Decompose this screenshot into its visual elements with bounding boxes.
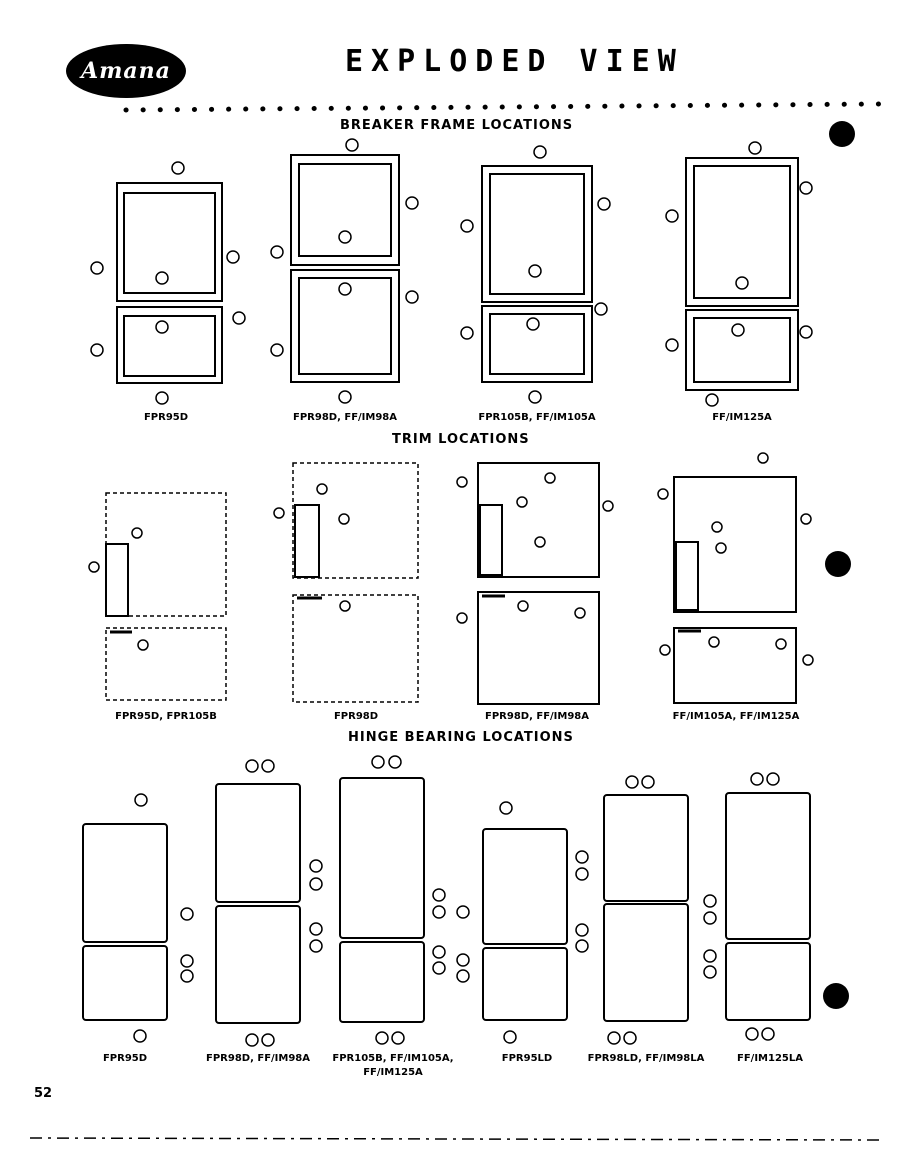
trim-label-3: FPR98D, FF/IM98A [485, 711, 589, 722]
brand-name: Amana [81, 58, 171, 84]
trim-label-1: FPR95D, FPR105B [115, 711, 217, 722]
trim-fpr98d [292, 462, 419, 703]
hinge-label-3: FPR105B, FF/IM105A, [332, 1053, 454, 1064]
hinge-label-4: FPR95LD [501, 1053, 553, 1064]
punch-hole-top [829, 121, 855, 147]
punch-hole-bottom [823, 983, 849, 1009]
hinge-label-6: FF/IM125LA [737, 1053, 803, 1064]
breaker-label-2: FPR98D, FF/IM98A [293, 412, 397, 423]
trim-label-4: FF/IM105A, FF/IM125A [672, 711, 800, 722]
trim-label-2: FPR98D [333, 711, 379, 722]
hinge-callouts [133, 755, 780, 1047]
scan-edge [29, 1137, 881, 1141]
page-title: EXPLODED VIEW [345, 44, 684, 79]
hinge-label-5: FPR98LD, FF/IM98LA [587, 1053, 705, 1064]
trim-fpr98d-ffim98a [477, 462, 600, 705]
breaker-label-3: FPR105B, FF/IM105A [478, 412, 596, 423]
breaker-ffim125a [685, 157, 799, 391]
section-title-trim: TRIM LOCATIONS [392, 432, 530, 447]
breaker-label-1: FPR95D [143, 412, 189, 423]
trim-ffim105a-ffim125a [673, 476, 797, 704]
trim-callouts [88, 452, 814, 666]
hinge-label-2: FPR98D, FF/IM98A [206, 1053, 310, 1064]
hinge-fpr98ld-ffim98la [603, 794, 689, 1022]
breaker-fpr95d [116, 182, 223, 384]
breaker-fpr105b [481, 165, 593, 383]
hinge-label-1: FPR95D [102, 1053, 148, 1064]
hinge-fpr95d [82, 823, 168, 1021]
hinge-fpr98d-ffim98a [215, 783, 301, 1024]
trim-fpr95d-fpr105b [105, 492, 227, 701]
amana-logo: Amana [66, 44, 186, 98]
dotted-rule [123, 101, 883, 113]
page-number: 52 [34, 1086, 53, 1101]
section-title-breaker: BREAKER FRAME LOCATIONS [340, 118, 574, 133]
hinge-fpr105b-ffim105a-ffim125a [339, 777, 425, 1023]
breaker-label-4: FF/IM125A [712, 412, 772, 423]
hinge-label-3b: FF/IM125A [363, 1067, 423, 1078]
hinge-ffim125la [725, 792, 811, 1021]
section-title-hinge: HINGE BEARING LOCATIONS [348, 730, 574, 745]
punch-hole-middle [825, 551, 851, 577]
breaker-callouts [90, 138, 813, 407]
breaker-fpr98d [290, 154, 400, 383]
hinge-fpr95ld [482, 828, 568, 1021]
